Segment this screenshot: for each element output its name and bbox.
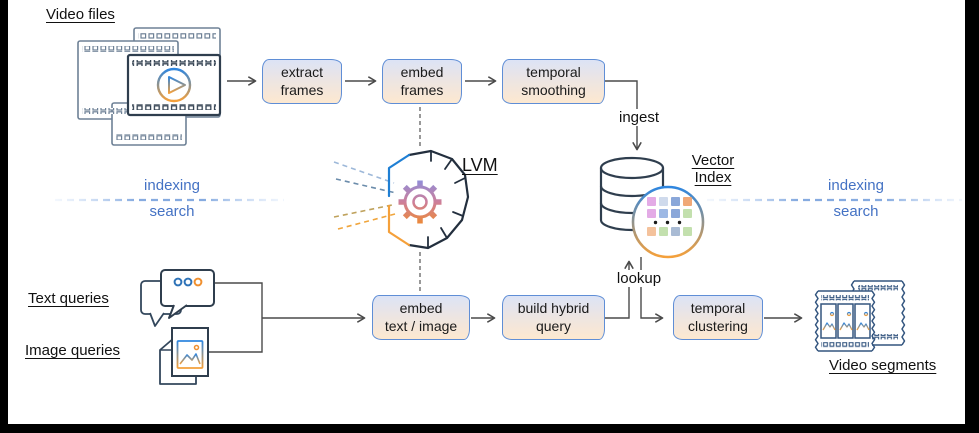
indexing-label-left: indexing (144, 177, 200, 194)
gear-hexagon-ml-icon (333, 149, 470, 250)
film-strip-main (126, 53, 222, 117)
arrow-smoothing-ingest-to-index (605, 80, 637, 149)
arrow-lookup-down-to-clustering (640, 257, 662, 318)
play-icon (156, 67, 192, 103)
frame-bottom (0, 424, 979, 433)
lookup-label: lookup (607, 270, 671, 287)
embedding-grid-icon (647, 197, 692, 236)
embed-text-image-box: embed text / image (372, 295, 470, 340)
segment-frames (820, 303, 871, 339)
gear-icon (398, 180, 442, 224)
vector-index-line2: Index (694, 169, 732, 186)
chat-bubbles-icon (140, 269, 215, 327)
temporal-clustering-box: temporal clustering (673, 295, 763, 340)
frame-right (965, 0, 979, 433)
image-glyph (176, 340, 204, 369)
indexing-label-right: indexing (828, 177, 884, 194)
frame-left (0, 0, 8, 433)
video-files-label: Video files (46, 6, 115, 23)
film-segments-icon (814, 280, 906, 352)
extract-frames-box: extract frames (262, 59, 342, 104)
search-label-left: search (149, 203, 195, 220)
text-queries-label: Text queries (28, 290, 109, 307)
ingest-label: ingest (610, 109, 668, 126)
hexagon-cluster (387, 149, 470, 250)
temporal-smoothing-box: temporal smoothing (502, 59, 605, 104)
database-cylinder-icon (599, 156, 705, 259)
frame-glyphs (822, 311, 870, 331)
embed-frames-box: embed frames (382, 59, 462, 104)
segment-front (814, 290, 876, 352)
film-holes (138, 33, 216, 39)
model-input-dashes (333, 161, 397, 230)
chat-dots (173, 277, 203, 287)
search-label-right: search (833, 203, 879, 220)
image-queries-label: Image queries (25, 342, 121, 359)
lvm-label: LVM (462, 155, 498, 175)
image-documents-icon (159, 327, 209, 385)
vector-index-label: Vector Index (682, 152, 744, 186)
video-segments-label: Video segments (829, 357, 937, 374)
ellipsis-dots (653, 220, 682, 225)
film-strip-stack-icon (77, 27, 222, 146)
build-hybrid-query-box: build hybrid query (502, 295, 605, 340)
vector-index-line1: Vector (691, 152, 735, 169)
